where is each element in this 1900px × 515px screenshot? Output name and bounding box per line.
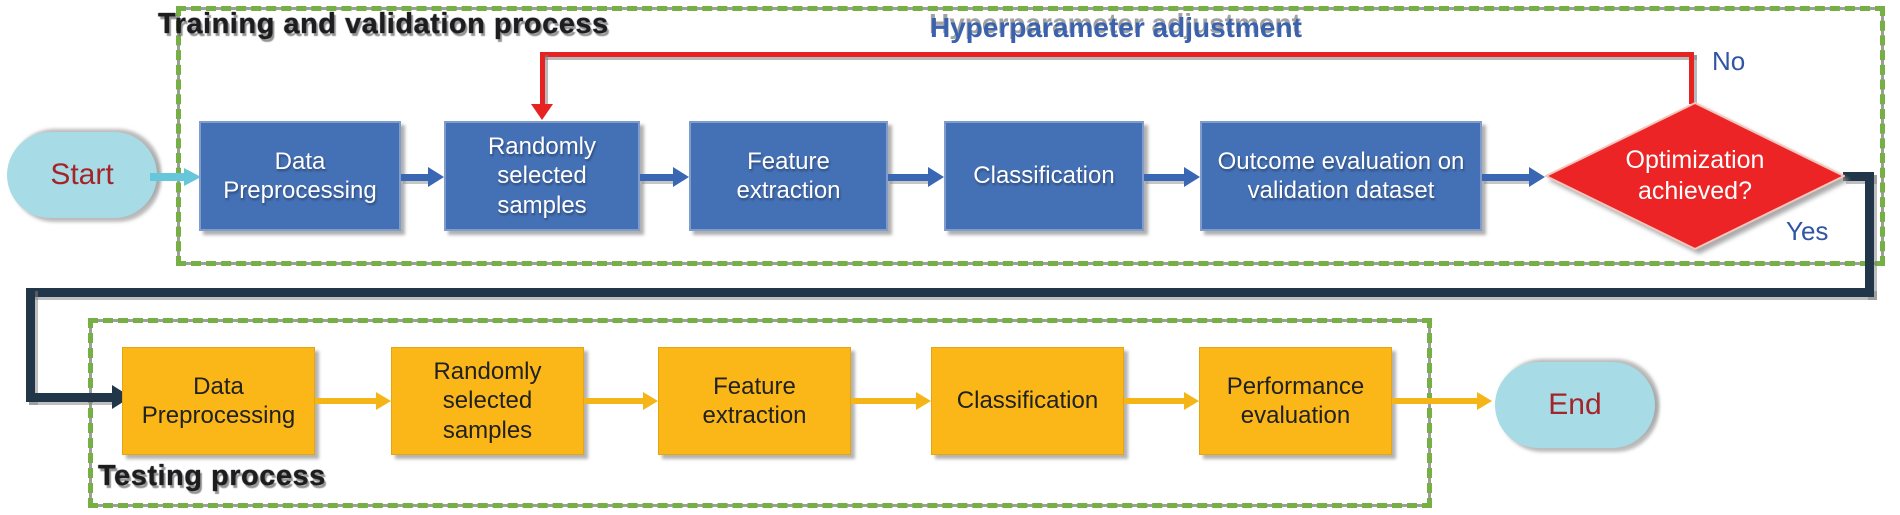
frame-green-dashes <box>88 318 1432 508</box>
arrow-testing-3 <box>851 398 916 404</box>
yes-path-into-testing <box>26 393 114 402</box>
yes-path-from-diamond <box>1843 172 1874 181</box>
training-section-frame <box>176 6 1885 266</box>
arrow-training-1-head <box>428 167 444 187</box>
testing-section-title: Testing process <box>98 460 326 492</box>
step-label: Data Preprocessing <box>223 147 377 204</box>
step-label: Performance evaluation <box>1226 372 1365 429</box>
frame-green-dashes <box>176 6 1885 266</box>
decision-label: Optimization achieved? <box>1625 145 1765 205</box>
no-path-arrowhead-down <box>531 104 553 120</box>
arrow-training-4 <box>1144 174 1184 181</box>
optimization-decision-diamond: Optimization achieved? <box>1543 101 1847 251</box>
arrow-testing-3-head <box>916 392 931 410</box>
no-path-vertical-right <box>1689 52 1694 104</box>
arrow-training-3-head <box>928 167 944 187</box>
step-label: Classification <box>973 162 1115 190</box>
arrow-testing-4-head <box>1184 392 1199 410</box>
step-label: Randomly selected samples <box>487 133 597 219</box>
arrow-to-decision-head <box>1529 167 1545 187</box>
training-step-outcome-evaluation: Outcome evaluation on validation dataset <box>1200 121 1482 231</box>
arrow-testing-4 <box>1124 398 1184 404</box>
end-label: End <box>1548 388 1602 421</box>
arrow-testing-1-head <box>376 392 391 410</box>
step-label: Classification <box>956 387 1099 415</box>
testing-step-data-preprocessing: Data Preprocessing <box>122 347 315 455</box>
no-path-vertical-left <box>540 52 545 106</box>
testing-step-feature-extraction: Feature extraction <box>658 347 851 455</box>
step-label: Outcome evaluation on validation dataset <box>1217 147 1465 204</box>
arrow-testing-2 <box>584 398 643 404</box>
yes-path-vertical-right <box>1865 172 1874 297</box>
testing-step-randomly-selected-samples: Randomly selected samples <box>391 347 584 455</box>
step-label: Randomly selected samples <box>433 358 542 444</box>
arrow-training-3 <box>888 174 928 181</box>
end-terminal: End <box>1495 362 1655 448</box>
training-step-data-preprocessing: Data Preprocessing <box>199 121 401 231</box>
hyperparameter-adjustment-label: Hyperparameter adjustment <box>930 12 1302 43</box>
arrow-training-2 <box>640 174 673 181</box>
step-label: Feature extraction <box>702 372 807 429</box>
arrow-testing-1 <box>315 398 376 404</box>
step-label: Data Preprocessing <box>141 372 296 429</box>
arrow-testing-2-head <box>643 392 658 410</box>
testing-step-performance-evaluation: Performance evaluation <box>1199 347 1392 455</box>
yes-path-vertical-left <box>26 288 35 402</box>
start-label: Start <box>50 158 114 191</box>
arrow-to-end-head <box>1477 392 1492 410</box>
yes-label: Yes <box>1786 216 1829 246</box>
training-step-feature-extraction: Feature extraction <box>689 121 888 231</box>
training-section-title: Training and validation process <box>158 8 609 40</box>
arrow-training-4-head <box>1184 167 1200 187</box>
diamond-shape <box>1543 101 1847 251</box>
arrow-training-1 <box>401 174 429 181</box>
arrow-to-decision <box>1482 174 1529 181</box>
step-label: Feature extraction <box>736 147 841 204</box>
no-label: No <box>1712 46 1746 76</box>
arrow-training-2-head <box>673 167 689 187</box>
training-step-randomly-selected-samples: Randomly selected samples <box>444 121 640 231</box>
testing-step-classification: Classification <box>931 347 1124 455</box>
arrow-start-head <box>184 168 201 186</box>
arrow-to-end <box>1392 398 1477 404</box>
no-path-horizontal <box>540 52 1694 57</box>
arrow-start-to-preprocessing <box>150 173 186 181</box>
yes-path-horizontal <box>26 288 1874 297</box>
start-terminal: Start <box>7 132 157 218</box>
testing-section-frame <box>88 318 1432 508</box>
training-step-classification: Classification <box>944 121 1144 231</box>
